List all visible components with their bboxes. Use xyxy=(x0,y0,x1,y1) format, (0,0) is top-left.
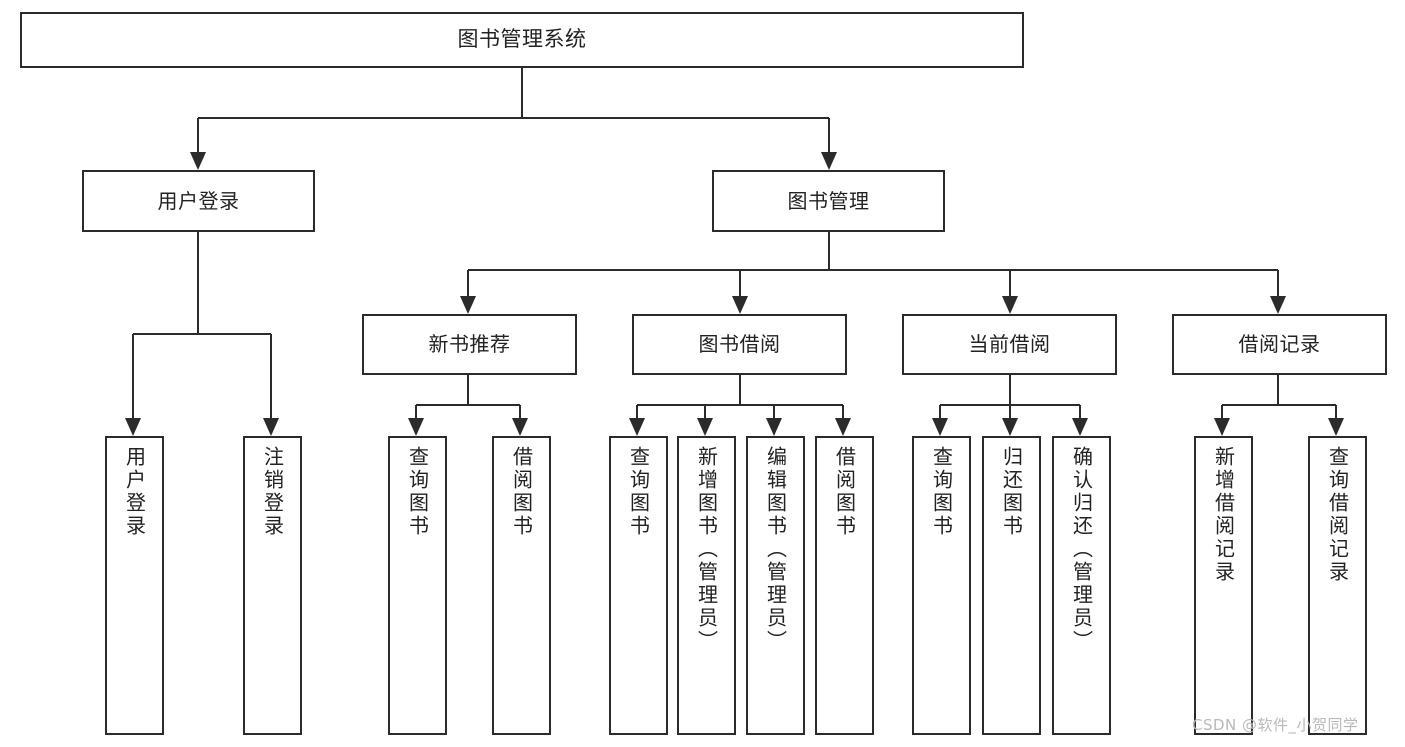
node-label: 用户登录 xyxy=(157,188,240,213)
node-label: 借阅图书 xyxy=(832,446,857,538)
node-current-borrow[interactable]: 当前借阅 xyxy=(902,314,1117,375)
leaf-node-add-borrow-record[interactable]: 新增借阅记录 xyxy=(1194,436,1253,735)
leaf-node-logout[interactable]: 注销登录 xyxy=(243,436,302,735)
connector-borrow-branch xyxy=(629,375,851,436)
leaf-node-user-login[interactable]: 用户登录 xyxy=(105,436,164,735)
node-label: 编辑图书（管理员） xyxy=(763,446,788,653)
node-label: 新增借阅记录 xyxy=(1211,446,1236,584)
node-label: 图书管理系统 xyxy=(457,27,587,52)
node-label: 归还图书 xyxy=(999,446,1024,538)
node-book-borrow[interactable]: 图书借阅 xyxy=(632,314,847,375)
connector-root-trunk xyxy=(190,68,837,170)
node-label: 查询借阅记录 xyxy=(1325,446,1350,584)
node-book-management[interactable]: 图书管理 xyxy=(712,170,945,232)
connector-new-rec-branch xyxy=(408,375,528,436)
node-label: 用户登录 xyxy=(122,446,147,538)
node-user-login[interactable]: 用户登录 xyxy=(82,170,315,232)
connector-current-branch xyxy=(932,375,1088,436)
node-borrow-record[interactable]: 借阅记录 xyxy=(1172,314,1387,375)
node-label: 图书借阅 xyxy=(698,332,781,357)
leaf-node-edit-book-admin[interactable]: 编辑图书（管理员） xyxy=(746,436,805,735)
node-label: 查询图书 xyxy=(405,446,430,538)
node-label: 查询图书 xyxy=(626,446,651,538)
node-label: 确认归还（管理员） xyxy=(1069,446,1094,653)
connector-user-login-branch xyxy=(125,232,279,436)
node-label: 当前借阅 xyxy=(968,332,1051,357)
node-label: 新增图书（管理员） xyxy=(694,446,719,653)
leaf-node-query-book-borrow[interactable]: 查询图书 xyxy=(609,436,668,735)
connector-book-mgmt-branch xyxy=(460,232,1286,314)
leaf-node-query-book-newrec[interactable]: 查询图书 xyxy=(388,436,447,735)
leaf-node-borrow-book[interactable]: 借阅图书 xyxy=(815,436,874,735)
node-label: 借阅图书 xyxy=(509,446,534,538)
leaf-node-confirm-return-admin[interactable]: 确认归还（管理员） xyxy=(1052,436,1111,735)
leaf-node-borrow-book-newrec[interactable]: 借阅图书 xyxy=(492,436,551,735)
csdn-watermark: CSDN @软件_小贺同学 xyxy=(1192,716,1359,734)
leaf-node-query-book-current[interactable]: 查询图书 xyxy=(912,436,971,735)
node-label: 新书推荐 xyxy=(428,332,511,357)
connector-record-branch xyxy=(1214,375,1344,436)
node-label: 注销登录 xyxy=(260,446,285,538)
leaf-node-add-book-admin[interactable]: 新增图书（管理员） xyxy=(677,436,736,735)
leaf-node-query-borrow-record[interactable]: 查询借阅记录 xyxy=(1308,436,1367,735)
node-label: 图书管理 xyxy=(787,188,870,213)
leaf-node-return-book[interactable]: 归还图书 xyxy=(982,436,1041,735)
node-root-system[interactable]: 图书管理系统 xyxy=(20,12,1024,68)
node-new-book-recommend[interactable]: 新书推荐 xyxy=(362,314,577,375)
node-label: 查询图书 xyxy=(929,446,954,538)
node-label: 借阅记录 xyxy=(1238,332,1321,357)
